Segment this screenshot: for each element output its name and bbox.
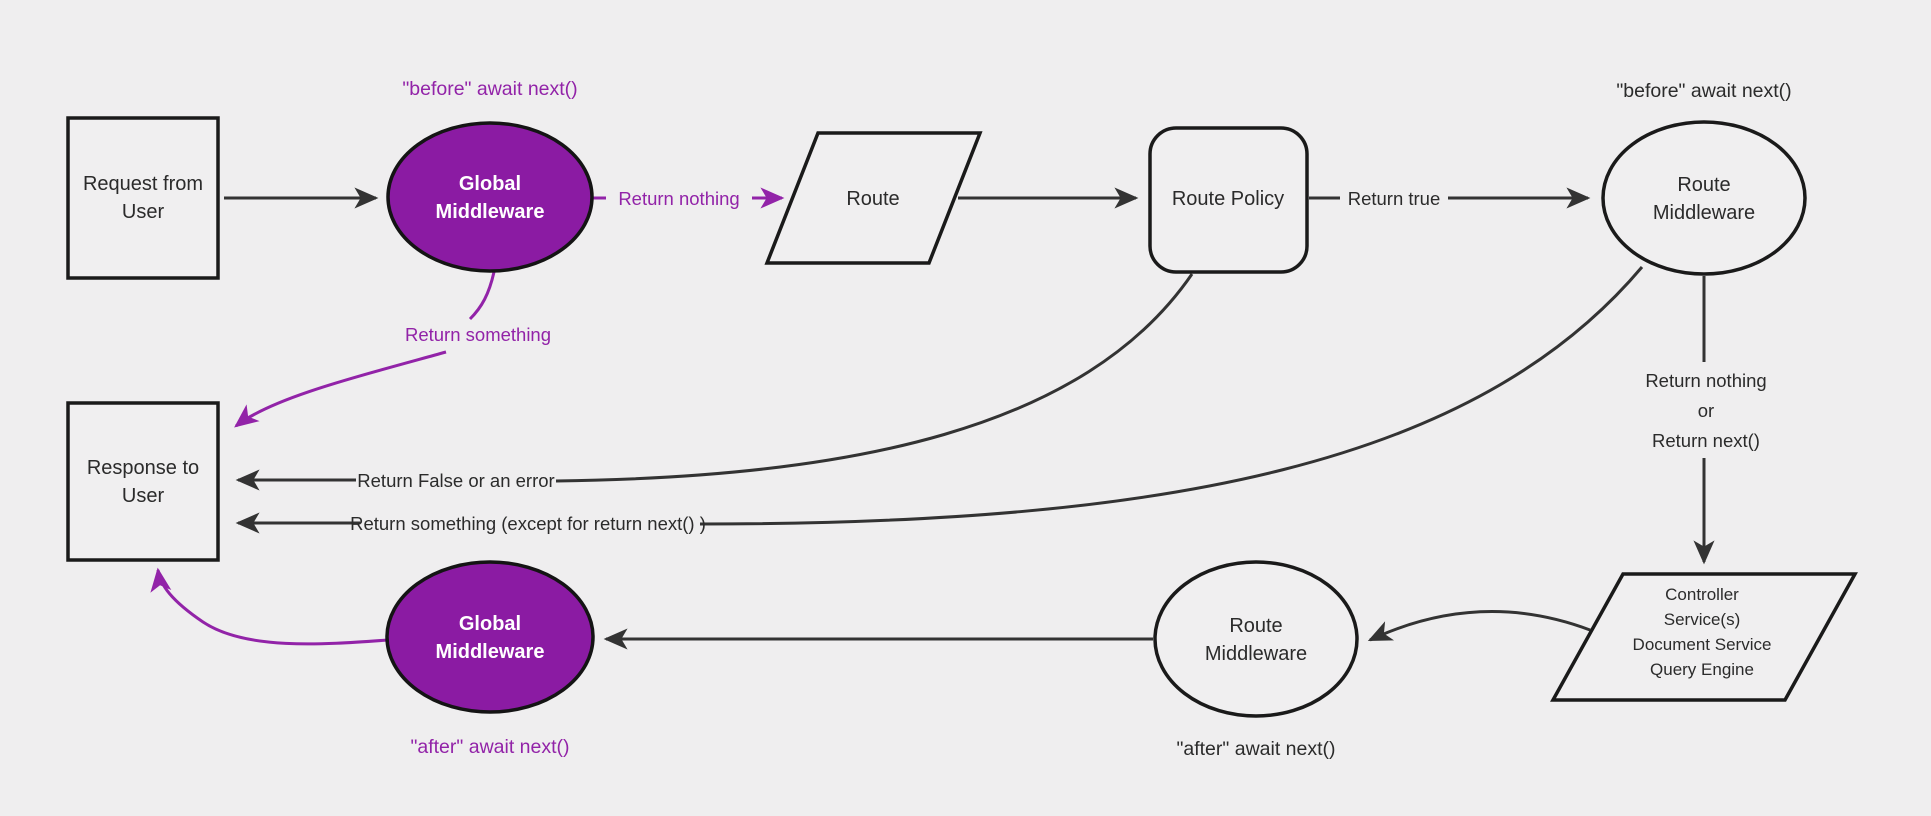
node-controller-line2: Service(s) [1664, 610, 1741, 629]
node-request-line1: Request from [83, 173, 203, 195]
node-request-from-user [66, 116, 220, 280]
node-global-middleware-bottom-line2: Middleware [436, 641, 545, 663]
edge-label-return-something-except: Return something (except for return next… [350, 513, 706, 534]
annotation-before-await-global: "before" await next() [402, 78, 577, 100]
node-route-middleware-bottom-line2: Middleware [1205, 643, 1307, 665]
annotation-after-await-global: "after" await next() [410, 736, 569, 758]
node-global-middleware-top [386, 121, 594, 273]
node-controller-line1: Controller [1665, 585, 1739, 604]
edge-label-return-false-or-error: Return False or an error [357, 470, 554, 491]
edge-label-return-nothing-or-line2: or [1698, 400, 1714, 421]
annotation-after-await-route: "after" await next() [1176, 738, 1335, 760]
edge-global-bottom-to-response [150, 567, 389, 646]
node-controller-services [1550, 572, 1858, 702]
node-response-line2: User [122, 485, 165, 507]
edge-label-return-nothing-or-line1: Return nothing [1645, 370, 1766, 391]
edge-policy-to-response-curve [555, 273, 1194, 483]
node-route-middleware-top-line1: Route [1677, 174, 1730, 196]
node-controller-line4: Query Engine [1650, 660, 1754, 679]
edge-label-return-true: Return true [1348, 188, 1441, 209]
node-route-label: Route [846, 188, 899, 210]
node-controller-line3: Document Service [1633, 635, 1772, 654]
edge-label-return-nothing-or-line3: Return next() [1652, 430, 1760, 451]
node-route-policy [1148, 126, 1309, 274]
node-route [764, 131, 983, 265]
annotation-before-await-route: "before" await next() [1616, 80, 1791, 102]
node-global-middleware-top-line1: Global [459, 173, 521, 195]
node-global-middleware-bottom [385, 560, 595, 714]
node-request-line2: User [122, 201, 165, 223]
node-route-policy-label: Route Policy [1172, 188, 1284, 210]
node-route-middleware-top-line2: Middleware [1653, 202, 1755, 224]
node-route-middleware-top [1601, 120, 1807, 276]
node-global-middleware-bottom-line1: Global [459, 613, 521, 635]
edge-label-return-something: Return something [405, 324, 551, 345]
edge-label-return-nothing: Return nothing [618, 188, 739, 209]
edge-route-middleware-to-response-curve [699, 266, 1644, 526]
edge-controller-to-route-middleware-bottom [1367, 610, 1591, 642]
node-global-middleware-top-line2: Middleware [436, 201, 545, 223]
node-response-to-user [66, 401, 220, 562]
edge-global-to-response-arrow-segment [234, 350, 447, 428]
node-response-line1: Response to [87, 457, 199, 479]
node-route-middleware-bottom [1153, 560, 1359, 718]
node-route-middleware-bottom-line1: Route [1229, 615, 1282, 637]
edge-global-to-response-upper-segment [468, 271, 496, 321]
